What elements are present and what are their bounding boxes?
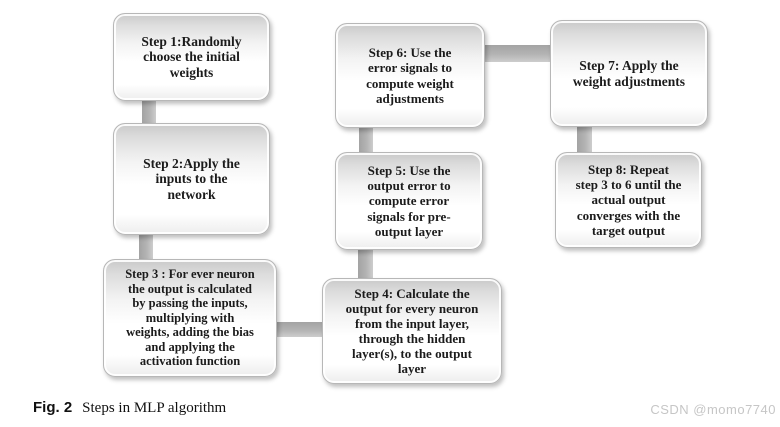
step-6-box: Step 6: Use the error signals to compute… [335,23,485,128]
figure-caption: Fig. 2 Steps in MLP algorithm [33,399,226,417]
watermark-text: CSDN @momo7740 [650,402,776,417]
connector-step4-step5 [358,248,373,281]
step-4-box: Step 4: Calculate the output for every n… [322,278,502,384]
step-4-label: Step 4: Calculate the output for every n… [345,285,479,377]
step-7-label: Step 7: Apply the weight adjustments [572,57,686,89]
connector-step7-step8 [577,124,592,155]
step-1-label: Step 1:Randomly choose the initial weigh… [141,33,242,80]
step-3-label: Step 3 : For ever neuron the output is c… [125,267,255,369]
step-3-box: Step 3 : For ever neuron the output is c… [103,259,277,377]
figure-title: Steps in MLP algorithm [82,400,227,416]
step-6-label: Step 6: Use the error signals to compute… [366,45,454,106]
connector-step5-step6 [359,125,373,155]
step-7-box: Step 7: Apply the weight adjustments [550,20,708,127]
step-2-box: Step 2:Apply the inputs to the network [113,123,270,235]
step-2-label: Step 2:Apply the inputs to the network [143,155,240,202]
connector-step1-step2 [142,98,156,126]
figure-number: Fig. 2 [33,399,73,416]
connector-step3-step4 [270,322,326,337]
step-5-label: Step 5: Use the output error to compute … [367,163,451,239]
step-8-label: Step 8: Repeat step 3 to 6 until the act… [575,162,682,238]
connector-step2-step3 [139,232,153,262]
step-8-box: Step 8: Repeat step 3 to 6 until the act… [555,152,702,248]
step-1-box: Step 1:Randomly choose the initial weigh… [113,13,270,101]
connector-step6-step7 [483,45,553,62]
step-5-box: Step 5: Use the output error to compute … [335,152,483,250]
